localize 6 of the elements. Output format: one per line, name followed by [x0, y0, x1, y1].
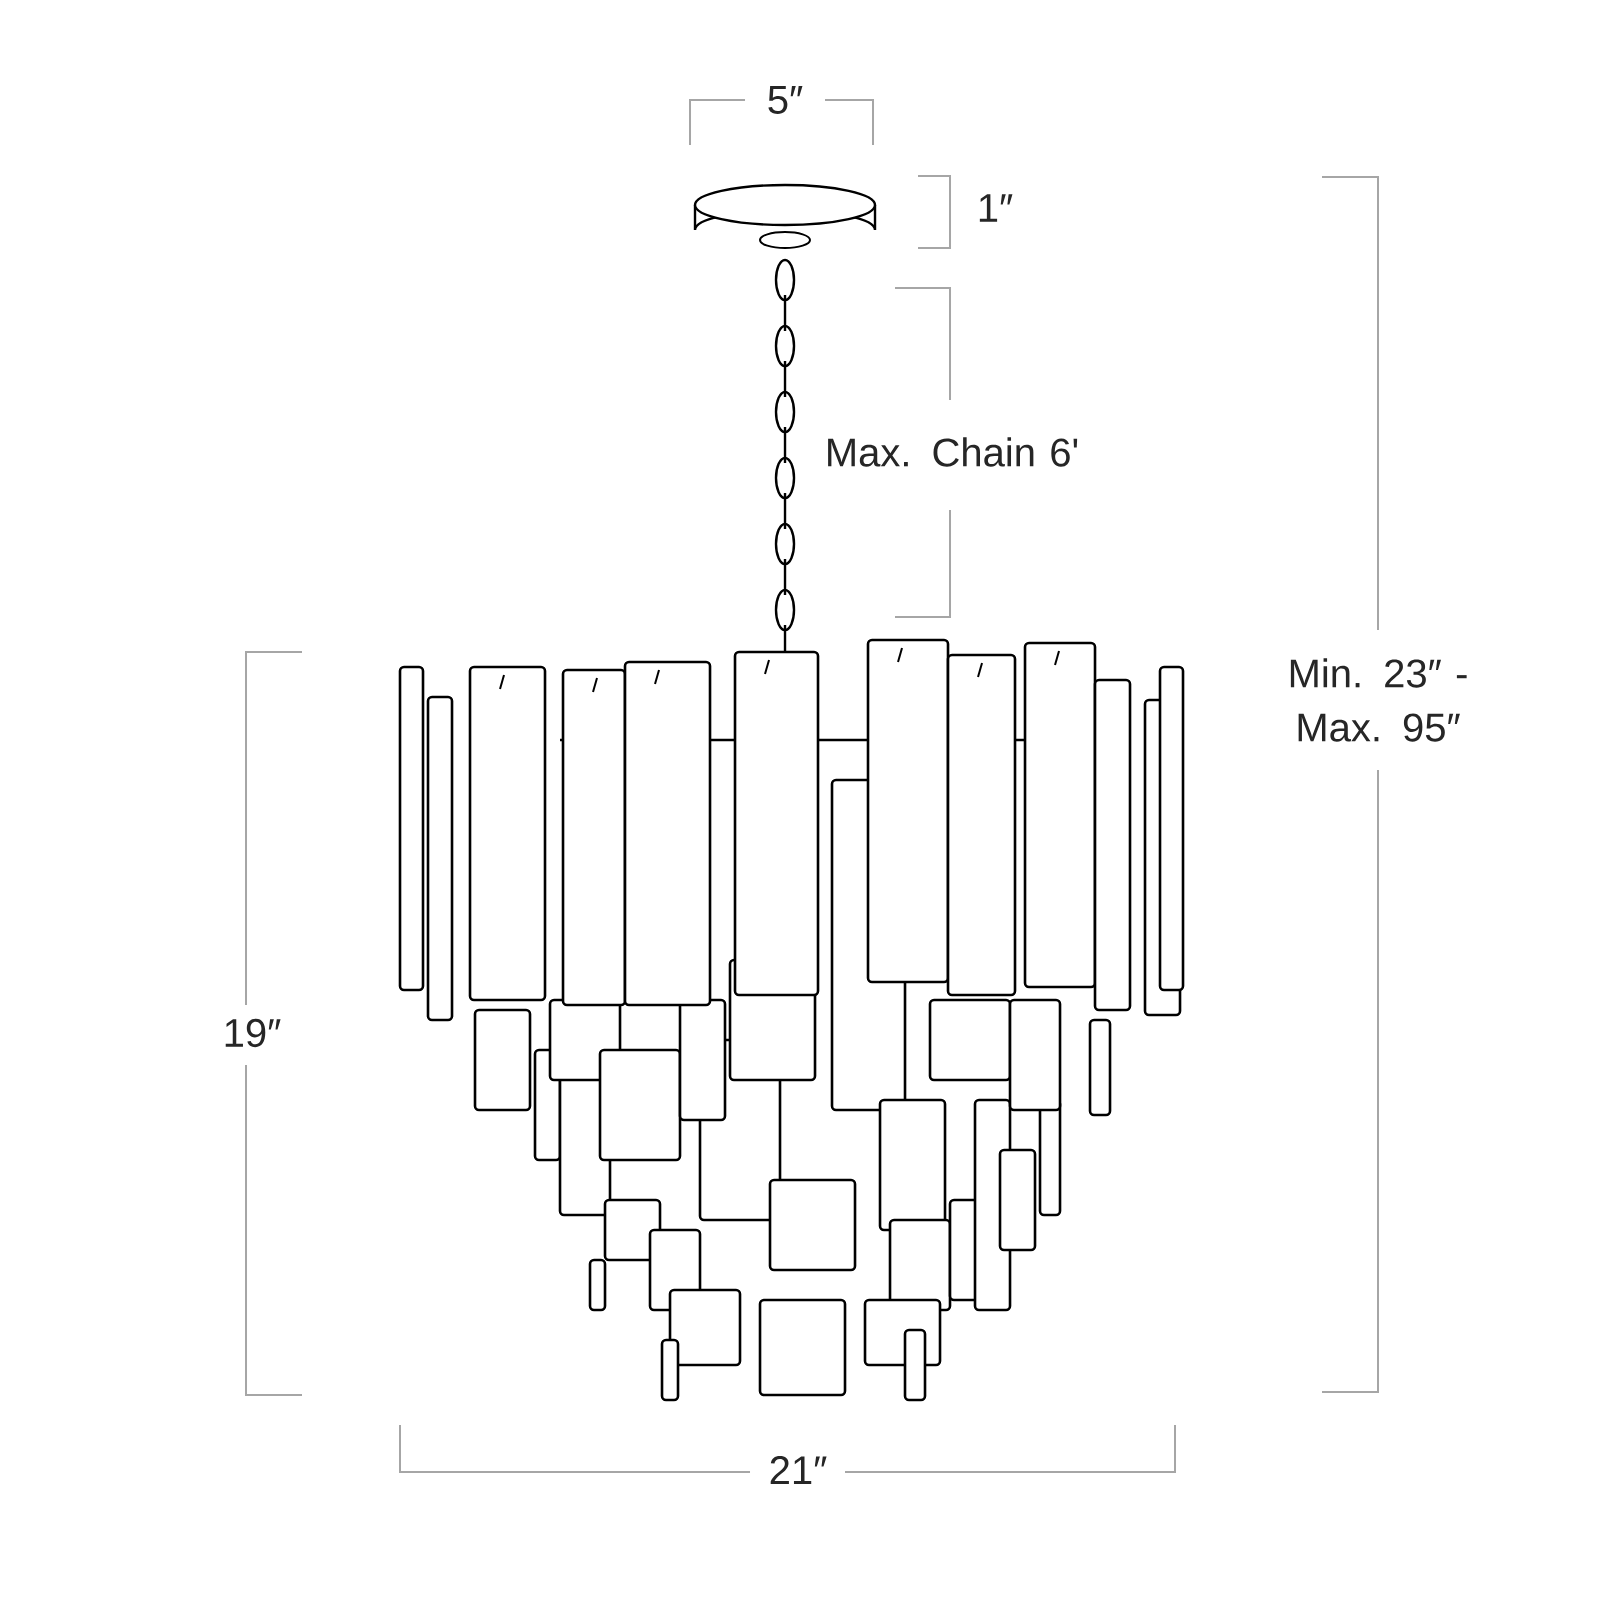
dimension-label: 21″ [770, 1456, 827, 1484]
dimension-label: 19″ [225, 1018, 281, 1048]
dimension-label: Min. 23″ - Max. 95″ [1290, 658, 1467, 742]
dimension-label: Max. Chain 6' [828, 437, 1078, 467]
dimension-label: 1″ [979, 194, 1013, 222]
dimension-label: 5″ [768, 86, 803, 114]
